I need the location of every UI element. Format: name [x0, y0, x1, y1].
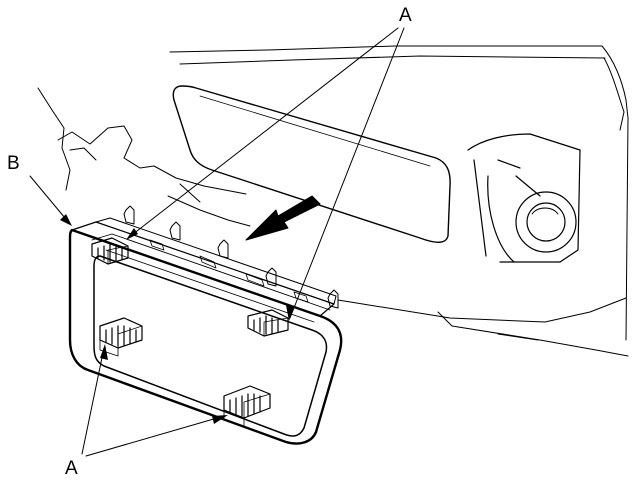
- callout-b: B: [7, 153, 20, 174]
- vehicle-panel: [37, 45, 629, 357]
- clip-upper-right: [247, 309, 289, 337]
- direction-arrow-icon: [245, 195, 321, 241]
- panel-opening: [172, 85, 451, 243]
- leader-lines-a-bottom: [81, 347, 225, 457]
- leader-line-b: [29, 175, 71, 225]
- clip-upper-left: [91, 237, 129, 265]
- leader-lines-a-top: [127, 27, 405, 319]
- clip-lower-left: [99, 317, 143, 357]
- callout-a-top: A: [399, 5, 412, 26]
- clip-lower-right: [223, 385, 271, 427]
- arrowhead-b: [60, 214, 72, 226]
- callout-a-bottom: A: [65, 458, 78, 479]
- bezel-frame: [68, 205, 343, 445]
- arrowheads-a-bottom: [100, 344, 228, 424]
- dash-knob: [467, 133, 581, 263]
